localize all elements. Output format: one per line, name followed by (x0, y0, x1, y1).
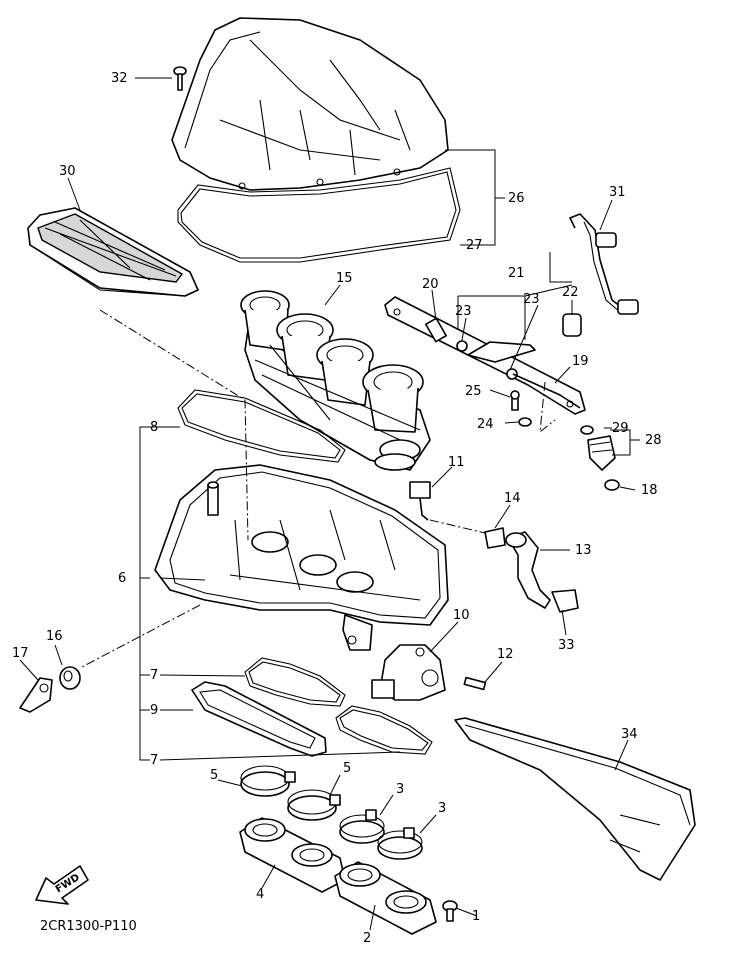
washer-24 (518, 417, 532, 427)
callout-23a: 23 (455, 304, 472, 319)
bolt-12 (463, 676, 487, 691)
callout-24: 24 (477, 417, 494, 432)
seal-18 (604, 479, 620, 491)
callout-6: 6 (118, 571, 126, 586)
callout-8: 8 (150, 420, 158, 435)
callout-25: 25 (465, 384, 482, 399)
grommet-16 (59, 666, 81, 690)
callout-3b: 3 (438, 801, 446, 816)
callout-22: 22 (562, 285, 579, 300)
airbox-cover (171, 17, 449, 191)
fuel-hose (569, 213, 639, 315)
lower-airbox (154, 464, 449, 651)
callout-4: 4 (256, 887, 264, 902)
callout-5b: 5 (343, 761, 351, 776)
callout-7a: 7 (150, 668, 158, 683)
callout-18: 18 (641, 483, 658, 498)
screw-1 (442, 900, 458, 922)
bracket-11 (409, 481, 431, 499)
callout-13: 13 (575, 543, 592, 558)
gasket-7-lower (335, 705, 433, 755)
callout-30: 30 (59, 164, 76, 179)
callout-21: 21 (508, 266, 525, 281)
bracket-17 (19, 677, 53, 713)
callout-15: 15 (336, 271, 353, 286)
callout-5a: 5 (210, 768, 218, 783)
leader-lines (19, 77, 640, 931)
throttle-body (240, 290, 431, 471)
callout-20: 20 (422, 277, 439, 292)
intake-joint-4 (239, 817, 346, 893)
clamp-5a (240, 765, 296, 797)
throttle-gasket-8 (177, 389, 346, 463)
callout-27: 27 (466, 238, 483, 253)
injector-28 (587, 435, 616, 471)
diagram-code: 2CR1300-P110 (40, 919, 137, 934)
callout-12: 12 (497, 647, 514, 662)
callout-23b: 23 (523, 292, 540, 307)
breather-hose (484, 527, 579, 613)
sensor-10 (371, 644, 446, 701)
callout-1: 1 (472, 909, 480, 924)
callout-labels: 1 2 3 3 4 5 5 6 7 7 8 9 10 11 12 13 14 1… (12, 71, 662, 946)
seal-9 (191, 681, 327, 757)
callout-10: 10 (453, 608, 470, 623)
oring-29 (580, 425, 594, 435)
air-filter (27, 207, 199, 297)
callout-26: 26 (508, 191, 525, 206)
airbox-cover-gasket (177, 167, 461, 263)
callout-32: 32 (111, 71, 128, 86)
clamp-3b (377, 827, 423, 860)
callout-2: 2 (363, 931, 371, 946)
callout-29: 29 (612, 421, 629, 436)
fuel-rail (384, 296, 586, 415)
callout-3a: 3 (396, 782, 404, 797)
gasket-7-upper (244, 657, 346, 707)
callout-7b: 7 (150, 753, 158, 768)
intake-joint-2 (334, 861, 437, 935)
assembly-lines (79, 309, 556, 669)
clamp-3a (339, 809, 385, 844)
callout-17: 17 (12, 646, 29, 661)
callout-14: 14 (504, 491, 521, 506)
callout-11: 11 (448, 455, 465, 470)
clamp-5b (287, 789, 341, 821)
screw-32 (173, 66, 187, 91)
callout-33: 33 (558, 638, 575, 653)
callout-19: 19 (572, 354, 589, 369)
callout-9: 9 (150, 703, 158, 718)
heat-shield (454, 717, 696, 881)
callout-34: 34 (621, 727, 638, 742)
callout-28: 28 (645, 433, 662, 448)
callout-16: 16 (46, 629, 63, 644)
bolt-25 (510, 390, 520, 411)
callout-31: 31 (609, 185, 626, 200)
fwd-arrow-icon: FWD (35, 865, 89, 905)
